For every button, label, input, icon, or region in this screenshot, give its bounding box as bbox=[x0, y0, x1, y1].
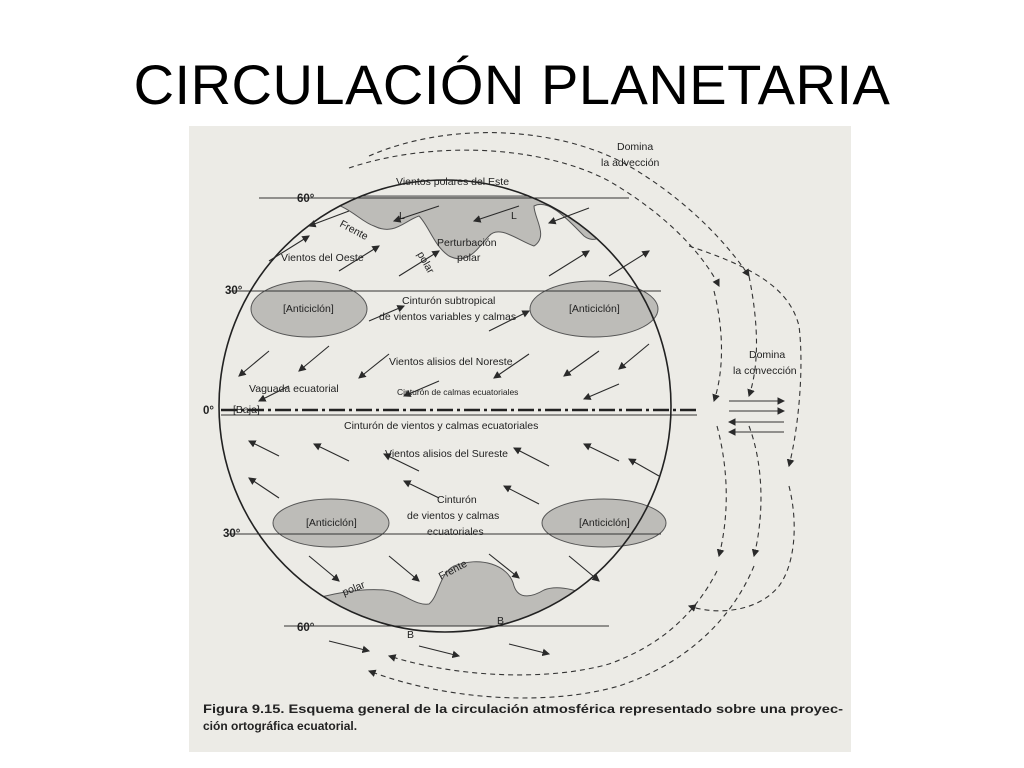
north-polar-label: polar bbox=[414, 250, 436, 277]
trough-label: Vaguada ecuatorial bbox=[249, 383, 339, 395]
wind-arrows bbox=[238, 205, 660, 659]
latitude-lines bbox=[229, 197, 661, 627]
latitude-0: 0° bbox=[203, 405, 214, 417]
anticyclone-n-right bbox=[529, 280, 659, 338]
south-belt-label-2: de vientos y calmas bbox=[407, 510, 499, 522]
latitude-30s: 30° bbox=[223, 528, 241, 540]
calm-belt-label: Cinturón de calmas ecuatoriales bbox=[397, 387, 518, 397]
subtropical-belt-label-2: de vientos variables y calmas bbox=[379, 311, 516, 323]
latitude-30n: 30° bbox=[225, 285, 243, 297]
latitude-60s: 60° bbox=[297, 622, 315, 634]
low-label: [Baja] bbox=[233, 404, 260, 416]
latitude-60n: 60° bbox=[297, 193, 315, 205]
low-L2: L bbox=[511, 210, 517, 222]
convection-arrows bbox=[727, 397, 786, 436]
south-belt-label-1: Cinturón bbox=[437, 494, 477, 506]
ne-trades-label: Vientos alisios del Noreste bbox=[389, 356, 513, 368]
figure-scan: Domina la advección Domina la convección… bbox=[189, 126, 851, 752]
outer-circulation bbox=[348, 132, 802, 699]
figure-caption-line-2: ción ortográfica ecuatorial. bbox=[203, 719, 357, 733]
advection-label-2: la advección bbox=[601, 157, 660, 169]
high-B2: B bbox=[497, 615, 504, 627]
anticyclone-s-right bbox=[541, 498, 667, 548]
se-trades-label: Vientos alisios del Sureste bbox=[385, 448, 508, 460]
westerlies-label: Vientos del Oeste bbox=[281, 252, 364, 264]
high-B1: B bbox=[407, 629, 414, 641]
anticyclone-s-right-label: [Anticiclón] bbox=[579, 517, 630, 529]
eq-belt-label: Cinturón de vientos y calmas ecuatoriale… bbox=[344, 420, 538, 432]
south-polar-front bbox=[303, 561, 620, 627]
circulation-diagram: Domina la advección Domina la convección… bbox=[203, 132, 843, 733]
figure-caption-line-1: Figura 9.15. Esquema general de la circu… bbox=[203, 702, 843, 716]
slide-title: CIRCULACIÓN PLANETARIA bbox=[133, 53, 891, 116]
polar-fronts bbox=[303, 195, 620, 627]
anticyclone-n-right-label: [Anticiclón] bbox=[569, 303, 620, 315]
anticyclone-shapes bbox=[250, 280, 667, 548]
south-belt-label-3: ecuatoriales bbox=[427, 526, 484, 538]
anticyclone-s-left bbox=[272, 498, 390, 548]
subtropical-belt-label-1: Cinturón subtropical bbox=[402, 295, 495, 307]
globe-outline bbox=[218, 179, 672, 633]
polar-easterlies-label: Vientos polares del Este bbox=[396, 176, 509, 188]
anticyclone-n-left bbox=[250, 280, 368, 338]
perturbation-label-2: polar bbox=[457, 252, 481, 264]
convection-label-2: la convección bbox=[733, 365, 797, 377]
anticyclone-s-left-label: [Anticiclón] bbox=[306, 517, 357, 529]
convection-label-1: Domina bbox=[749, 349, 785, 361]
north-polar-front bbox=[318, 195, 610, 259]
advection-label-1: Domina bbox=[617, 141, 653, 153]
low-L1: L bbox=[399, 210, 405, 222]
anticyclone-n-left-label: [Anticiclón] bbox=[283, 303, 334, 315]
perturbation-label-1: Perturbación bbox=[437, 237, 497, 249]
